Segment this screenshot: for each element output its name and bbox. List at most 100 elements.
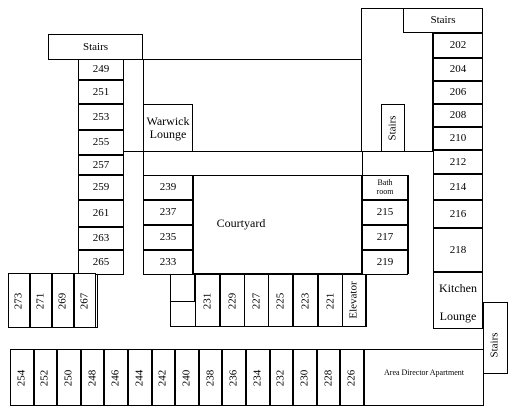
- east-stairs-label: Stairs: [430, 14, 456, 26]
- room-267-room-box: [74, 273, 96, 328]
- room-248-room-box: [80, 349, 105, 406]
- room-216-label: 216: [449, 207, 467, 220]
- room-238-label: 238: [204, 369, 217, 386]
- courtyard-region: [143, 152, 363, 175]
- room-210-label: 210: [449, 132, 467, 144]
- room-215-label: 215: [376, 206, 394, 218]
- room-263-label: 263: [92, 232, 110, 244]
- elevator-label: Elevator: [347, 281, 360, 319]
- room-225-room-box: [268, 274, 293, 327]
- room-254-room-box: [10, 349, 34, 406]
- room-234-label: 234: [251, 369, 264, 386]
- warwick-lounge-label: Warwick Lounge: [143, 104, 193, 152]
- room-238-room-box: [198, 349, 223, 406]
- room-221-label: 221: [324, 292, 336, 309]
- room-227-label: 227: [250, 292, 262, 309]
- room-255-label: 255: [92, 136, 110, 148]
- room-232-room-box: [269, 349, 294, 406]
- room-246-label: 246: [109, 369, 122, 386]
- room-235-label: 235: [159, 231, 177, 243]
- room-265-label: 265: [92, 256, 110, 268]
- room-261-room-box: [78, 200, 124, 227]
- east-stairs: [403, 8, 483, 33]
- room-251-label: 251: [92, 85, 110, 98]
- room-259-room-box: [78, 175, 124, 200]
- room-253-room-box: [78, 104, 124, 130]
- room-230-room-box: [293, 349, 317, 406]
- room-240-label: 240: [180, 369, 193, 386]
- warwick-lounge-room: [143, 104, 193, 152]
- room-text: room: [376, 186, 394, 196]
- room-229-label: 229: [226, 292, 238, 309]
- room-261-label: 261: [92, 207, 110, 219]
- room-202-label: 202: [449, 39, 467, 51]
- room-273-room-box: [8, 273, 30, 328]
- room-235-room-box: [143, 225, 193, 250]
- room-242-room-box: [151, 349, 176, 406]
- area-director-label: Area Director Apartment: [384, 368, 464, 377]
- kitchen-lounge-room: [433, 272, 483, 329]
- room-233-label: 233: [159, 256, 177, 268]
- room-218-room-box: [433, 228, 483, 272]
- courtyard-label: Courtyard: [216, 216, 266, 230]
- room-231-label: 231: [201, 292, 213, 309]
- room-228-label: 228: [322, 369, 335, 386]
- courtyard: [193, 175, 362, 274]
- room-208-room-box: [433, 104, 483, 127]
- room-242-label: 242: [156, 369, 169, 386]
- room-206-room-box: [433, 81, 483, 104]
- room-204-room-box: [433, 58, 483, 81]
- room-214-room-box: [433, 174, 483, 200]
- southeast-stairs-label: Stairs: [488, 332, 501, 358]
- room-263-room-box: [78, 227, 124, 250]
- room-249-label: 249: [92, 63, 110, 75]
- room-257-label: 257: [92, 158, 110, 171]
- east-stairs-small: [381, 104, 405, 152]
- room-271-room-box: [30, 273, 52, 328]
- room-208-label: 208: [449, 109, 467, 121]
- west-stairs-label: Stairs: [82, 40, 109, 53]
- room-228-room-box: [316, 349, 341, 406]
- room-223-room-box: [293, 274, 318, 327]
- room-223-label: 223: [299, 292, 311, 309]
- room-212-label: 212: [449, 155, 467, 168]
- room-236-room-box: [222, 349, 246, 406]
- room-226-room-box: [340, 349, 364, 406]
- middle-row-stub: [170, 274, 195, 302]
- room-214-label: 214: [449, 180, 467, 193]
- room-217-room-box: [362, 225, 408, 250]
- room-226-label: 226: [345, 369, 358, 386]
- bath-room: [362, 175, 408, 200]
- room-257-room-box: [78, 155, 124, 175]
- room-254-label: 254: [15, 369, 28, 386]
- room-249-room-box: [78, 59, 124, 80]
- room-210-room-box: [433, 127, 483, 150]
- room-240-room-box: [175, 349, 199, 406]
- bath-room-label: Bath room: [362, 175, 408, 200]
- room-237-label: 237: [159, 206, 177, 218]
- room-239-room-box: [143, 175, 193, 200]
- room-248-label: 248: [86, 369, 99, 386]
- room-244-label: 244: [133, 369, 146, 386]
- room-236-label: 236: [227, 369, 240, 386]
- lounge-label: Lounge: [439, 309, 477, 323]
- room-252-label: 252: [38, 369, 51, 386]
- bath-text: Bath: [377, 178, 393, 188]
- area-director-apartment: [364, 349, 484, 406]
- room-250-label: 250: [62, 369, 75, 386]
- room-229-room-box: [220, 274, 245, 327]
- room-255-room-box: [78, 130, 124, 155]
- room-217-label: 217: [376, 231, 394, 243]
- room-230-label: 230: [298, 369, 311, 386]
- room-252-room-box: [33, 349, 58, 406]
- room-269-label: 269: [56, 292, 69, 309]
- room-253-label: 253: [92, 110, 110, 123]
- room-212-room-box: [433, 150, 483, 174]
- room-202-room-box: [433, 33, 483, 58]
- room-271-label: 271: [34, 292, 47, 309]
- room-246-room-box: [104, 349, 128, 406]
- room-232-label: 232: [274, 369, 287, 386]
- room-234-room-box: [246, 349, 270, 406]
- room-265-room-box: [78, 250, 124, 275]
